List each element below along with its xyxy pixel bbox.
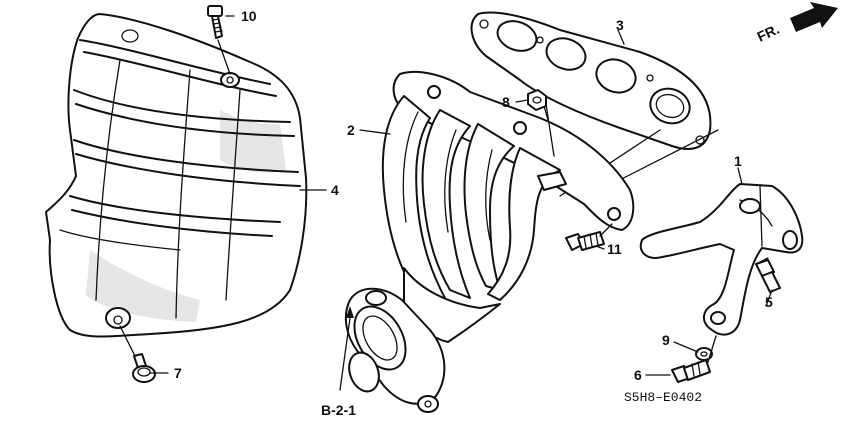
leader-lines xyxy=(149,15,773,391)
reference-label: B-2-1 xyxy=(321,402,356,418)
callout-4: 4 xyxy=(331,182,339,198)
manifold-gasket xyxy=(470,11,712,150)
bolt-11 xyxy=(565,223,613,251)
bolt-10 xyxy=(207,5,231,75)
bolt-6 xyxy=(671,335,717,383)
bolt-7 xyxy=(119,325,156,383)
callout-6: 6 xyxy=(634,367,642,383)
manifold-bracket xyxy=(639,183,804,336)
callout-1: 1 xyxy=(734,153,742,169)
callout-9: 9 xyxy=(662,332,670,348)
reference-arrow-icon xyxy=(346,306,354,318)
diagram-code: S5H8–E0402 xyxy=(624,390,702,405)
callout-11: 11 xyxy=(607,241,622,257)
callout-3: 3 xyxy=(616,17,624,33)
callout-2: 2 xyxy=(347,122,355,138)
callout-10: 10 xyxy=(241,8,257,24)
heat-shield xyxy=(45,13,308,338)
exhaust-manifold xyxy=(344,71,635,413)
callout-5: 5 xyxy=(765,294,773,310)
front-direction-label: FR. xyxy=(755,21,782,45)
callout-7: 7 xyxy=(174,365,182,381)
bolt-5 xyxy=(755,257,781,293)
nut-8 xyxy=(527,89,555,157)
callout-8: 8 xyxy=(502,94,510,110)
front-direction-arrow-icon xyxy=(790,2,838,32)
